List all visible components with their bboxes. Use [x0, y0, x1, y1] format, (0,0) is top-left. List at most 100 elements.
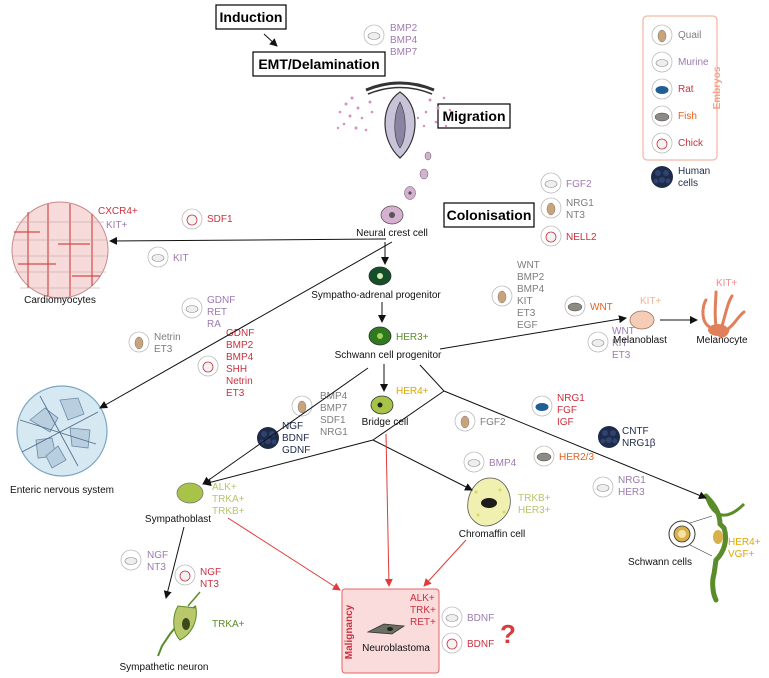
emt-label: EMT/Delamination	[258, 56, 379, 72]
bridge-quail-factor: NRG1	[320, 427, 348, 438]
murine-badge	[540, 172, 562, 194]
her3-marker: HER3+	[396, 332, 429, 343]
melano-quail-factor: BMP4	[517, 284, 545, 295]
kit-card-marker: KIT+	[106, 220, 128, 231]
symp-marker: TRKA+	[212, 494, 245, 505]
kit-melanoblast-marker: KIT+	[640, 296, 662, 307]
murine-badge	[147, 246, 169, 268]
bridge-quail-factor: BMP4	[320, 391, 348, 402]
nb-marker: RET+	[410, 617, 436, 628]
nell2-factor: NELL2	[566, 232, 597, 243]
neuron-murine-factor: NT3	[147, 562, 166, 573]
ens-quail-factor: Netrin	[154, 332, 181, 343]
ens-chick-factor: ET3	[226, 388, 245, 399]
schwann-progenitor-cell	[368, 326, 392, 346]
sympathetic-neuron-label: Sympathetic neuron	[120, 662, 209, 673]
nb-murine-badge	[441, 606, 463, 628]
chrom-marker: TRKB+	[518, 493, 551, 504]
neuron-chick-factor: NT3	[200, 579, 219, 590]
legend-quail: Quail	[678, 30, 701, 41]
ens-murine-factor: RET	[207, 307, 227, 318]
bmp4-chrom-factor: BMP4	[489, 458, 517, 469]
legend-murine-icon	[651, 51, 673, 73]
quail-badge	[491, 285, 513, 307]
emt-factor: BMP4	[390, 35, 418, 46]
ens-murine-factor: RA	[207, 319, 221, 330]
nrg1-factor: NRG1	[566, 198, 594, 209]
chromaffin-cell	[467, 477, 511, 527]
cxcr4-marker: CXCR4+	[98, 206, 138, 217]
emt-murine-badge	[363, 24, 385, 46]
lineage-arrows	[99, 236, 707, 599]
fgf2-mid-factor: FGF2	[480, 417, 506, 428]
induction-box	[215, 4, 287, 30]
enteric-illustration	[16, 385, 108, 477]
sympathoblast-cell	[176, 482, 204, 504]
legend-human-icon	[651, 166, 673, 188]
melano-fish-factor: WNT	[590, 302, 613, 313]
melano-quail-factor: WNT	[517, 260, 540, 271]
sdf1-factor: SDF1	[207, 214, 233, 225]
human-cells-icon	[598, 426, 620, 448]
melano-murine-factor: WNT	[612, 326, 635, 337]
rat-badge	[531, 395, 553, 417]
ens-quail-factor: ET3	[154, 344, 173, 355]
fish-badge	[533, 445, 555, 467]
nb-marker: ALK+	[410, 593, 435, 604]
bridge-label: Bridge cell	[362, 417, 409, 428]
neuroblastoma-cell	[366, 623, 406, 635]
schwann-cells-label: Schwann cells	[628, 557, 692, 568]
quail-badge	[540, 197, 562, 219]
nb-chick-factor: BDNF	[467, 639, 494, 650]
neuron-murine-factor: NGF	[147, 550, 168, 561]
chromaffin-label: Chromaffin cell	[459, 529, 526, 540]
bridge-quail-factor: BMP7	[320, 403, 348, 414]
murine-schwann-factor: NRG1	[618, 475, 646, 486]
legend-chick: Chick	[678, 138, 704, 149]
neural-crest-label: Neural crest cell	[356, 228, 428, 239]
chick-badge	[540, 225, 562, 247]
chick-badge	[181, 208, 203, 230]
neural-crest-cell	[380, 205, 404, 225]
schwann-marker: HER4+	[728, 537, 761, 548]
quail-badge	[291, 395, 313, 417]
melano-quail-factor: ET3	[517, 308, 536, 319]
migration-box	[437, 103, 511, 129]
murine-badge	[587, 331, 609, 353]
neuroblastoma-label: Neuroblastoma	[362, 643, 430, 654]
emt-factor: BMP2	[390, 23, 418, 34]
chrom-marker: HER3+	[518, 505, 551, 516]
legend-fish-icon	[651, 105, 673, 127]
legend-chick-icon	[651, 132, 673, 154]
rat-factor: FGF	[557, 405, 577, 416]
nb-chick-badge	[441, 632, 463, 654]
murine-schwann-factor: HER3	[618, 487, 645, 498]
neural-tube-illustration	[336, 81, 452, 200]
symp-marker: ALK+	[212, 482, 237, 493]
murine-badge	[463, 451, 485, 473]
melanocyte-label: Melanocyte	[696, 335, 748, 346]
quail-badge	[454, 410, 476, 432]
ens-chick-factor: BMP2	[226, 340, 254, 351]
legend-quail-icon	[651, 24, 673, 46]
nt3-factor: NT3	[566, 210, 585, 221]
murine-badge	[181, 297, 203, 319]
schwann-cells-illustration	[668, 493, 746, 603]
malignancy-label: Malignancy	[344, 604, 355, 659]
legend-rat-icon	[651, 78, 673, 100]
ens-chick-factor: Netrin	[226, 376, 253, 387]
ens-murine-factor: GDNF	[207, 295, 235, 306]
chick-badge	[197, 355, 219, 377]
melanocyte-cell	[701, 290, 746, 338]
cardiomyocytes-label: Cardiomyocytes	[24, 295, 96, 306]
melano-murine-factor: KIT	[612, 338, 628, 349]
rat-factor: NRG1	[557, 393, 585, 404]
bridge-human-factor: GDNF	[282, 445, 310, 456]
schwann-marker: VGF+	[728, 549, 755, 560]
bridge-cell	[370, 395, 394, 415]
migration-label: Migration	[443, 108, 506, 124]
ens-chick-factor: GDNF	[226, 328, 254, 339]
question-mark: ?	[500, 619, 516, 649]
legend-murine: Murine	[678, 57, 709, 68]
bridge-quail-factor: SDF1	[320, 415, 346, 426]
